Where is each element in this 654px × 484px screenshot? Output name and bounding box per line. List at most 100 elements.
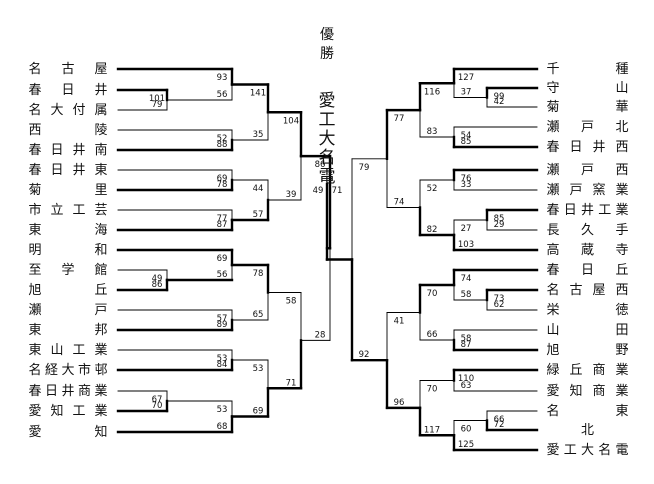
team-name-char: 屋 — [592, 283, 605, 298]
team-name-char: 大 — [581, 443, 594, 458]
team-name-char: 芸 — [94, 202, 107, 218]
score-label: 125 — [458, 440, 474, 450]
team-name-char: 種 — [615, 61, 628, 77]
score-label: 37 — [461, 88, 472, 98]
score-label: 57 — [253, 210, 264, 220]
team-name-char: 戸 — [94, 303, 107, 318]
score-label: 42 — [494, 97, 505, 107]
score-label: 96 — [394, 398, 405, 408]
team-name-char: 長 — [546, 223, 559, 238]
score-label: 104 — [283, 116, 299, 126]
score-label: 89 — [217, 320, 228, 330]
team-name-char: 南 — [94, 142, 107, 158]
score-label: 28 — [315, 330, 326, 340]
team-name-char: 経 — [45, 363, 58, 378]
team-name-char: 日 — [61, 83, 74, 98]
score-label: 49 — [152, 274, 163, 284]
team-name-char: 春 — [28, 163, 41, 178]
team-name-char: 工 — [72, 203, 85, 218]
team-name-char: 丘 — [615, 263, 628, 278]
final-score-right: 71 — [332, 186, 343, 196]
score-label: 63 — [461, 381, 472, 391]
team-name-char: 日 — [50, 163, 63, 178]
champion-char: 工 — [319, 110, 336, 130]
score-label: 70 — [427, 385, 438, 395]
score-label: 44 — [253, 184, 264, 194]
score-label: 93 — [217, 73, 228, 83]
team-name-char: 戸 — [581, 163, 594, 178]
score-label: 116 — [424, 87, 440, 97]
team-name-char: 寺 — [615, 243, 628, 258]
team-name-char: 華 — [615, 100, 628, 115]
team-name-char: 井 — [72, 143, 85, 158]
team-name-char: 春 — [28, 384, 41, 399]
team-name-char: 栄 — [546, 303, 559, 318]
team-name-char: 戸 — [581, 120, 594, 135]
score-label: 76 — [461, 174, 472, 184]
score-label: 103 — [458, 240, 474, 250]
team-name-char: 瀬 — [28, 303, 41, 318]
team-name-char: 北 — [615, 120, 628, 135]
champion-char: 勝 — [320, 46, 334, 62]
score-label: 58 — [461, 290, 472, 300]
team-name-char: 丘 — [94, 283, 107, 298]
team-name-char: 旭 — [546, 343, 559, 358]
team-name-char: 春 — [546, 263, 559, 278]
team-name-char: 西 — [615, 283, 628, 298]
team-name-char: 業 — [615, 362, 628, 378]
team-name-char: 瀬 — [546, 183, 559, 198]
team-name-char: 旭 — [28, 283, 41, 298]
team-name-char: 井 — [592, 140, 605, 155]
team-name-char: 海 — [94, 223, 107, 238]
score-label: 141 — [250, 89, 266, 99]
champion-char: 愛 — [319, 91, 336, 111]
score-label: 29 — [494, 220, 505, 230]
score-label: 99 — [494, 92, 505, 102]
team-name-char: 山 — [615, 81, 628, 96]
score-label: 41 — [394, 317, 405, 327]
score-label: 74 — [461, 274, 472, 284]
champion-char: 名 — [319, 148, 336, 168]
team-name-char: 立 — [50, 203, 63, 218]
team-name-char: 名 — [28, 362, 41, 378]
team-name-char: 名 — [28, 102, 41, 118]
score-label: 79 — [152, 100, 163, 110]
team-name-char: 戸 — [569, 183, 582, 198]
score-label: 58 — [461, 334, 472, 344]
team-name-char: 日 — [581, 263, 594, 278]
score-label: 87 — [461, 340, 472, 350]
champion-title: 優勝 — [320, 27, 334, 62]
score-label: 87 — [217, 220, 228, 230]
team-name-char: 工 — [598, 203, 611, 218]
score-label: 66 — [427, 330, 438, 340]
team-name-char: 商 — [592, 363, 605, 378]
team-name-char: 大 — [61, 363, 74, 378]
score-label: 52 — [427, 184, 438, 194]
team-name-char: 西 — [615, 140, 628, 155]
team-name-char: 付 — [72, 103, 85, 118]
score-label: 67 — [152, 395, 163, 405]
team-name-char: 春 — [28, 143, 41, 158]
score-label: 56 — [217, 270, 228, 280]
score-label: 35 — [253, 130, 264, 140]
team-name-char: 春 — [546, 140, 559, 155]
score-label: 79 — [359, 163, 370, 173]
team-name-char: 守 — [546, 81, 559, 96]
team-name-char: 明 — [28, 243, 41, 258]
team-name-char: 春 — [546, 203, 559, 218]
team-name-char: 里 — [94, 183, 107, 198]
score-label: 72 — [494, 420, 505, 430]
team-name-char: 日 — [50, 143, 63, 158]
bracket-lines — [116, 67, 539, 452]
team-name-char: 東 — [615, 403, 628, 419]
team-name-char: 日 — [569, 140, 582, 155]
team-name-char: 愛 — [28, 404, 41, 419]
team-name-char: 東 — [28, 322, 41, 338]
score-label: 88 — [217, 140, 228, 150]
team-name-char: 菊 — [546, 100, 559, 115]
team-name-char: 瀬 — [546, 163, 559, 178]
team-name-char: 和 — [94, 243, 107, 258]
team-name-char: 古 — [61, 62, 74, 77]
score-label: 33 — [461, 180, 472, 190]
